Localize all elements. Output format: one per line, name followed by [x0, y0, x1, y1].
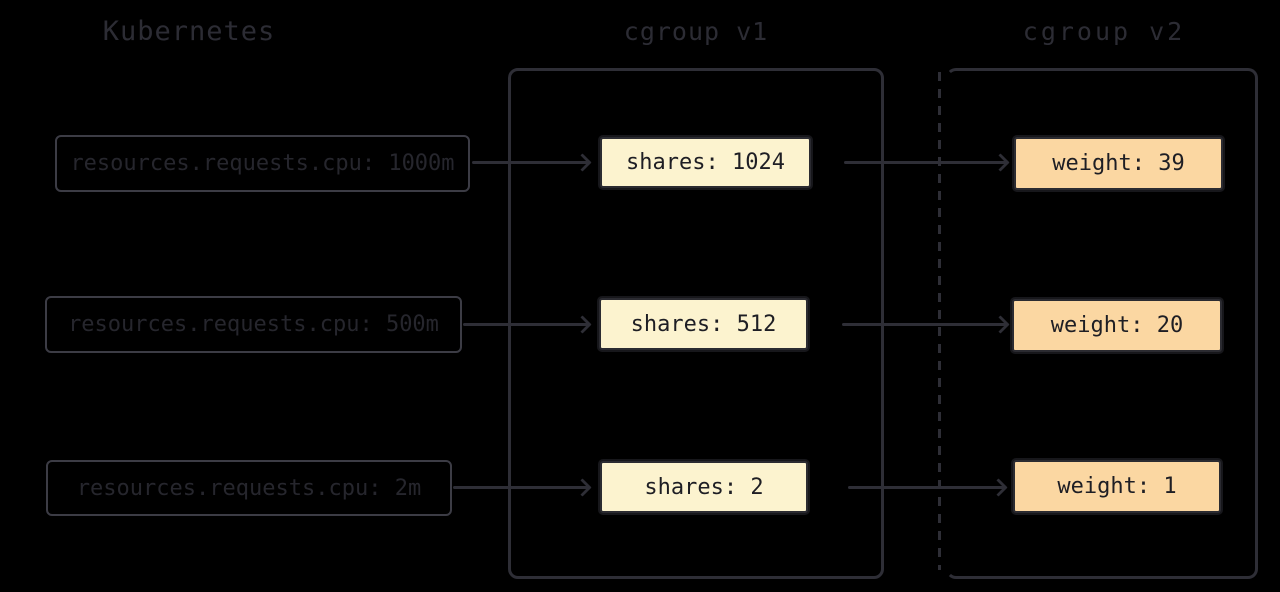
arrow-right-icon-v1-to-v2-row2 — [842, 323, 1006, 326]
cgroup-boundary-dashed-line — [938, 72, 941, 570]
weight-box-row3: weight: 1 — [1013, 460, 1221, 513]
weight-box-row2: weight: 20 — [1012, 299, 1222, 352]
column-header-cgroup-v2: cgroup v2 — [1022, 17, 1186, 46]
shares-box-row3: shares: 2 — [600, 461, 808, 513]
arrow-right-icon-v1-to-v2-row3 — [848, 486, 1004, 489]
arrow-right-icon-k8s-to-v1-row3 — [453, 486, 588, 489]
column-header-kubernetes: Kubernetes — [102, 16, 276, 47]
k8s-request-box-row2: resources.requests.cpu: 500m — [45, 296, 462, 353]
arrow-right-icon-v1-to-v2-row1 — [844, 161, 1006, 164]
arrow-right-icon-k8s-to-v1-row2 — [463, 323, 588, 326]
column-header-cgroup-v1: cgroup v1 — [623, 17, 769, 46]
arrow-right-icon-k8s-to-v1-row1 — [472, 161, 588, 164]
shares-box-row2: shares: 512 — [599, 298, 808, 350]
cgroup-v2-container — [946, 68, 1258, 579]
k8s-request-box-row1: resources.requests.cpu: 1000m — [55, 135, 470, 192]
shares-box-row1: shares: 1024 — [600, 137, 811, 188]
weight-box-row1: weight: 39 — [1014, 137, 1223, 190]
k8s-request-box-row3: resources.requests.cpu: 2m — [46, 460, 452, 516]
